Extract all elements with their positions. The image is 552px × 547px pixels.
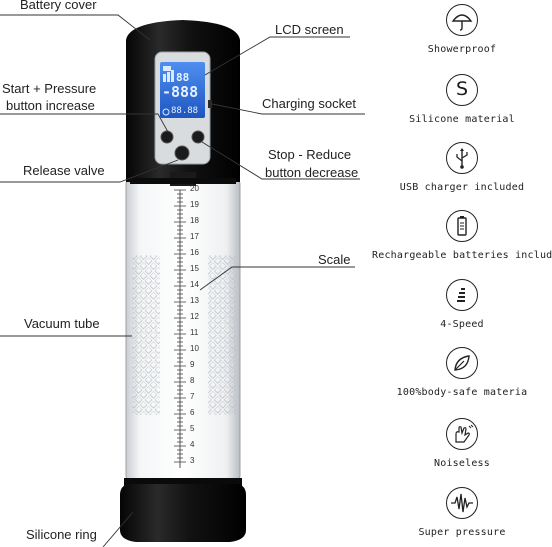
- label-charging-socket: Charging socket: [262, 96, 356, 111]
- speed-bars-icon: [446, 279, 478, 311]
- lcd-row-1: 88: [176, 71, 190, 84]
- scale-mark: 12: [190, 312, 199, 321]
- scale-mark: 5: [190, 424, 195, 433]
- feature-speed: 4-Speed: [372, 279, 552, 330]
- silicone-ring: [120, 478, 246, 542]
- scale-mark: 3: [190, 456, 195, 465]
- label-lcd-screen: LCD screen: [275, 22, 344, 37]
- scale-mark: 8: [190, 376, 195, 385]
- scale-mark: 11: [190, 328, 199, 337]
- label-silicone-ring: Silicone ring: [26, 527, 97, 542]
- feature-body-safe: 100%body-safe materia: [372, 347, 552, 398]
- battery-icon: [446, 210, 478, 242]
- lcd-row-2: -888: [162, 83, 199, 101]
- scale-mark: 16: [190, 248, 199, 257]
- scale-mark: 20: [190, 184, 199, 193]
- feature-noiseless: Noiseless: [372, 418, 552, 469]
- scale-mark: 9: [190, 360, 195, 369]
- label-scale: Scale: [318, 252, 351, 267]
- label-release-valve: Release valve: [23, 163, 105, 178]
- feature-batteries: Rechargeable batteries included: [372, 210, 552, 261]
- scale-ticks: [174, 189, 186, 463]
- umbrella-icon: [446, 4, 478, 36]
- usb-icon: [446, 142, 478, 174]
- scale-mark: 4: [190, 440, 195, 449]
- label-start-pressure-2: button increase: [6, 98, 95, 113]
- pulse-wave-icon: [446, 487, 478, 519]
- scale-mark: 19: [190, 200, 199, 209]
- leaf-icon: [446, 347, 478, 379]
- label-stop-reduce-2: button decrease: [265, 165, 359, 180]
- scale-mark: 14: [190, 280, 199, 289]
- label-vacuum-tube: Vacuum tube: [24, 316, 100, 331]
- feature-showerproof: Showerproof: [372, 4, 552, 55]
- quiet-hand-icon: [446, 418, 478, 450]
- feature-usb: USB charger included: [372, 142, 552, 193]
- label-battery-cover: Battery cover: [20, 0, 97, 12]
- stop-reduce-button[interactable]: [191, 130, 205, 144]
- label-start-pressure-1: Start + Pressure: [2, 81, 97, 96]
- silicone-s-icon: S: [446, 74, 478, 106]
- release-valve-button[interactable]: [174, 145, 190, 161]
- scale-mark: 15: [190, 264, 199, 273]
- scale-mark: 7: [190, 392, 195, 401]
- scale-mark: 17: [190, 232, 199, 241]
- feature-super-pressure: Super pressure: [372, 487, 552, 538]
- scale-mark: 10: [190, 344, 199, 353]
- feature-silicone: S Silicone material: [372, 74, 552, 125]
- pump-head: [126, 20, 240, 186]
- scale-mark: 13: [190, 296, 199, 305]
- scale-mark: 6: [190, 408, 195, 417]
- label-stop-reduce-1: Stop - Reduce: [268, 147, 352, 162]
- start-pressure-button[interactable]: [160, 130, 174, 144]
- lcd-row-3: 88.88: [171, 106, 199, 116]
- callout-lines: [0, 14, 365, 547]
- scale-mark: 18: [190, 216, 199, 225]
